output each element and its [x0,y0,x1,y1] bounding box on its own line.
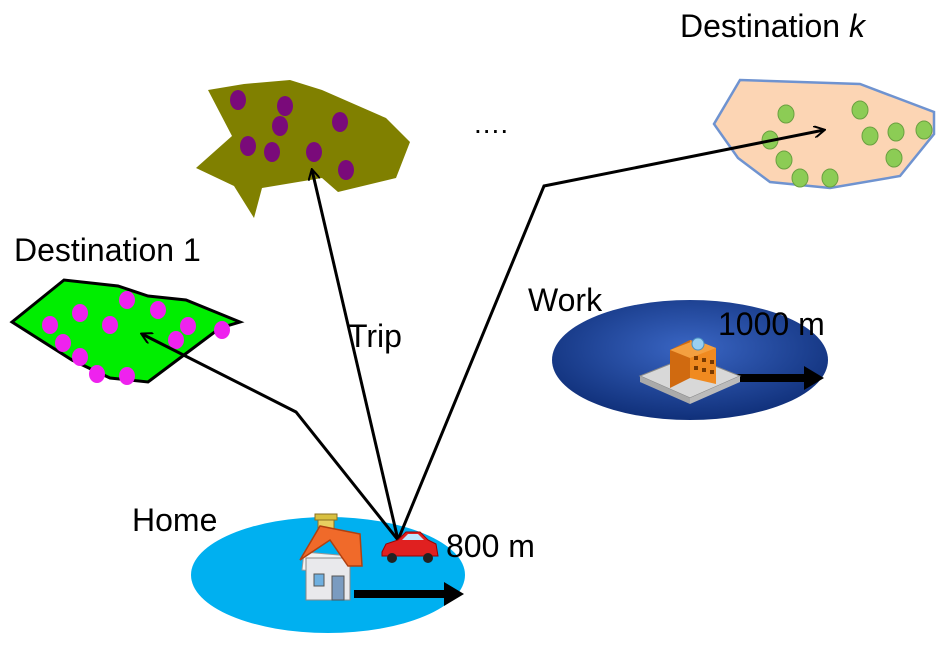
home-label: Home [132,502,218,538]
destination-1-region [9,278,245,385]
destination-1-points [42,291,230,385]
trip-arrow-middle-destination [312,170,400,541]
work-label: Work [528,282,603,318]
ellipsis-label: .... [474,108,510,139]
middle-destination-points [230,90,354,180]
middle-destination-region [196,80,410,218]
house-icon [299,513,363,601]
trip-arrow-destination-k [396,130,824,541]
destination-k-variable: k [848,8,865,44]
trip-arrows [142,130,824,541]
trip-arrow-destination-1 [142,334,400,541]
car-icon [381,531,439,563]
trip-label: Trip [348,318,402,354]
office-building-icon [638,337,742,404]
work-radius-label: 1000 m [718,306,825,342]
destination-k-prefix: Destination [680,8,849,44]
destination-1-label: Destination 1 [14,232,201,268]
home-radius-arrow [354,582,464,606]
home-radius-label: 800 m [446,528,535,564]
destination-k-label: Destination k [680,8,865,45]
destination-k-region [712,78,936,190]
